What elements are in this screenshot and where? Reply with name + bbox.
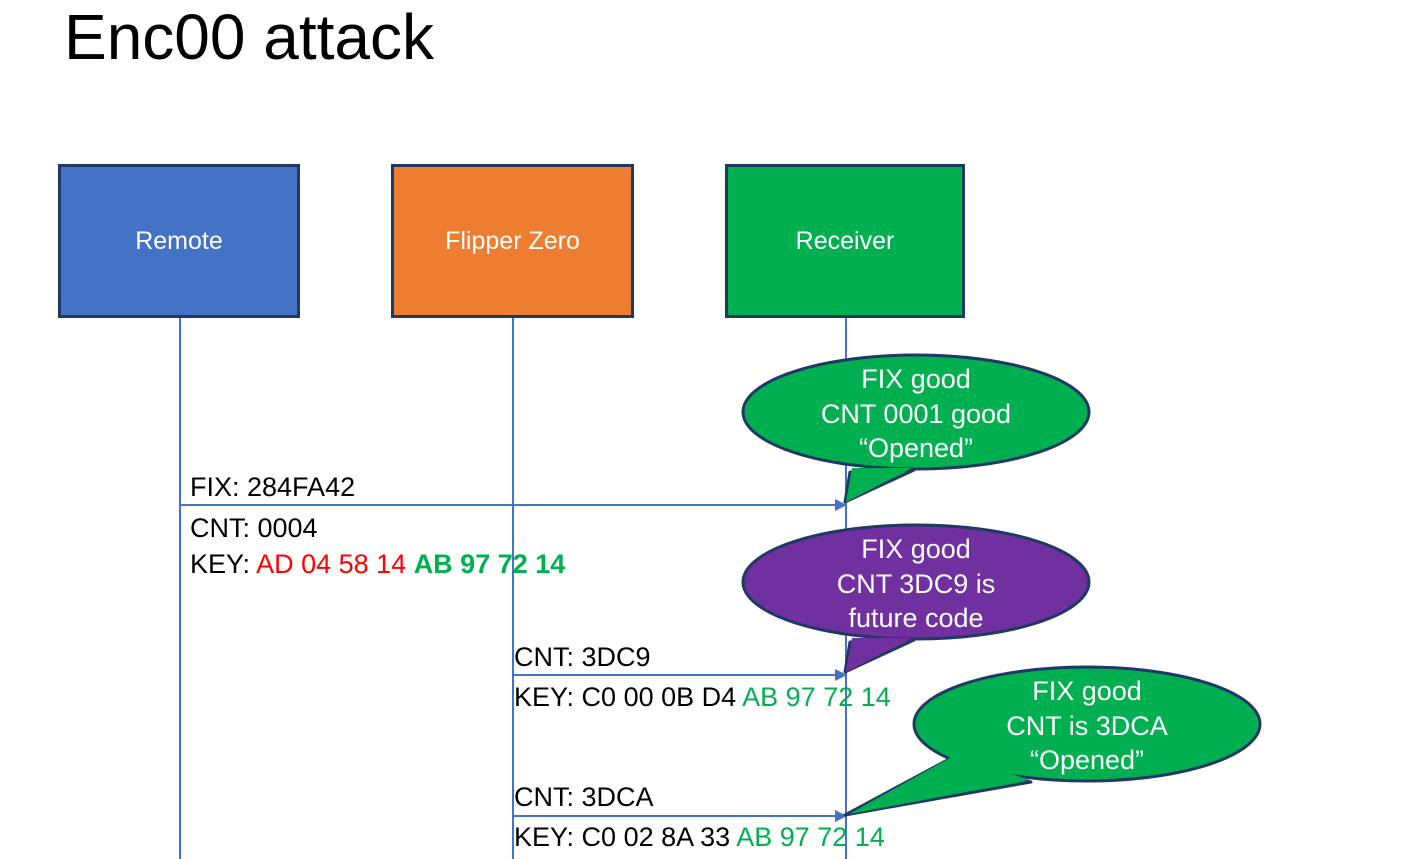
callout-receiver-future-code: FIX good CNT 3DC9 is future code [741, 520, 1091, 680]
key-bytes-plain: C0 02 8A 33 [581, 822, 737, 852]
callout-shape-purple [741, 523, 1091, 674]
actor-label-receiver: Receiver [795, 227, 895, 255]
callout-receiver-ok-second: FIX good CNT is 3DCA “Opened” [843, 662, 1262, 824]
callout-shape-green-2 [843, 665, 1262, 817]
callout-receiver-ok-first: FIX good CNT 0001 good “Opened” [741, 350, 1091, 510]
actor-label-flipper: Flipper Zero [445, 227, 580, 255]
lifeline-remote [179, 318, 181, 859]
message-label-key-flipper-second: KEY: C0 02 8A 33 AB 97 72 14 [514, 821, 885, 854]
message-label-cnt-0004: CNT: 0004 [190, 513, 318, 543]
key-prefix: KEY: [190, 549, 257, 579]
lifeline-flipper [512, 318, 514, 859]
message-label-cnt-3dca: CNT: 3DCA [514, 782, 654, 812]
message-label-key-flipper-first: KEY: C0 00 0B D4 AB 97 72 14 [514, 681, 891, 714]
actor-box-flipper[interactable]: Flipper Zero [391, 164, 634, 318]
key-bytes-green: AB 97 72 14 [736, 822, 885, 852]
key-bytes-green: AB 97 72 14 [742, 682, 891, 712]
actor-label-remote: Remote [135, 227, 223, 255]
key-bytes-red: AD 04 58 14 [256, 549, 414, 579]
actor-box-remote[interactable]: Remote [58, 164, 300, 318]
message-label-cnt-3dc9: CNT: 3DC9 [514, 642, 651, 672]
callout-shape-green-1 [741, 353, 1091, 504]
message-label-key-remote: KEY: AD 04 58 14 AB 97 72 14 [190, 548, 565, 581]
key-prefix: KEY: [514, 682, 582, 712]
key-prefix: KEY: [514, 822, 582, 852]
message-label-fix: FIX: 284FA42 [190, 472, 356, 502]
key-bytes-plain: C0 00 0B D4 [581, 682, 743, 712]
key-bytes-green: AB 97 72 14 [413, 549, 566, 579]
message-arrow-flipper-second [513, 810, 847, 822]
actor-box-receiver[interactable]: Receiver [725, 164, 965, 318]
page-title: Enc00 attack [64, 1, 434, 73]
